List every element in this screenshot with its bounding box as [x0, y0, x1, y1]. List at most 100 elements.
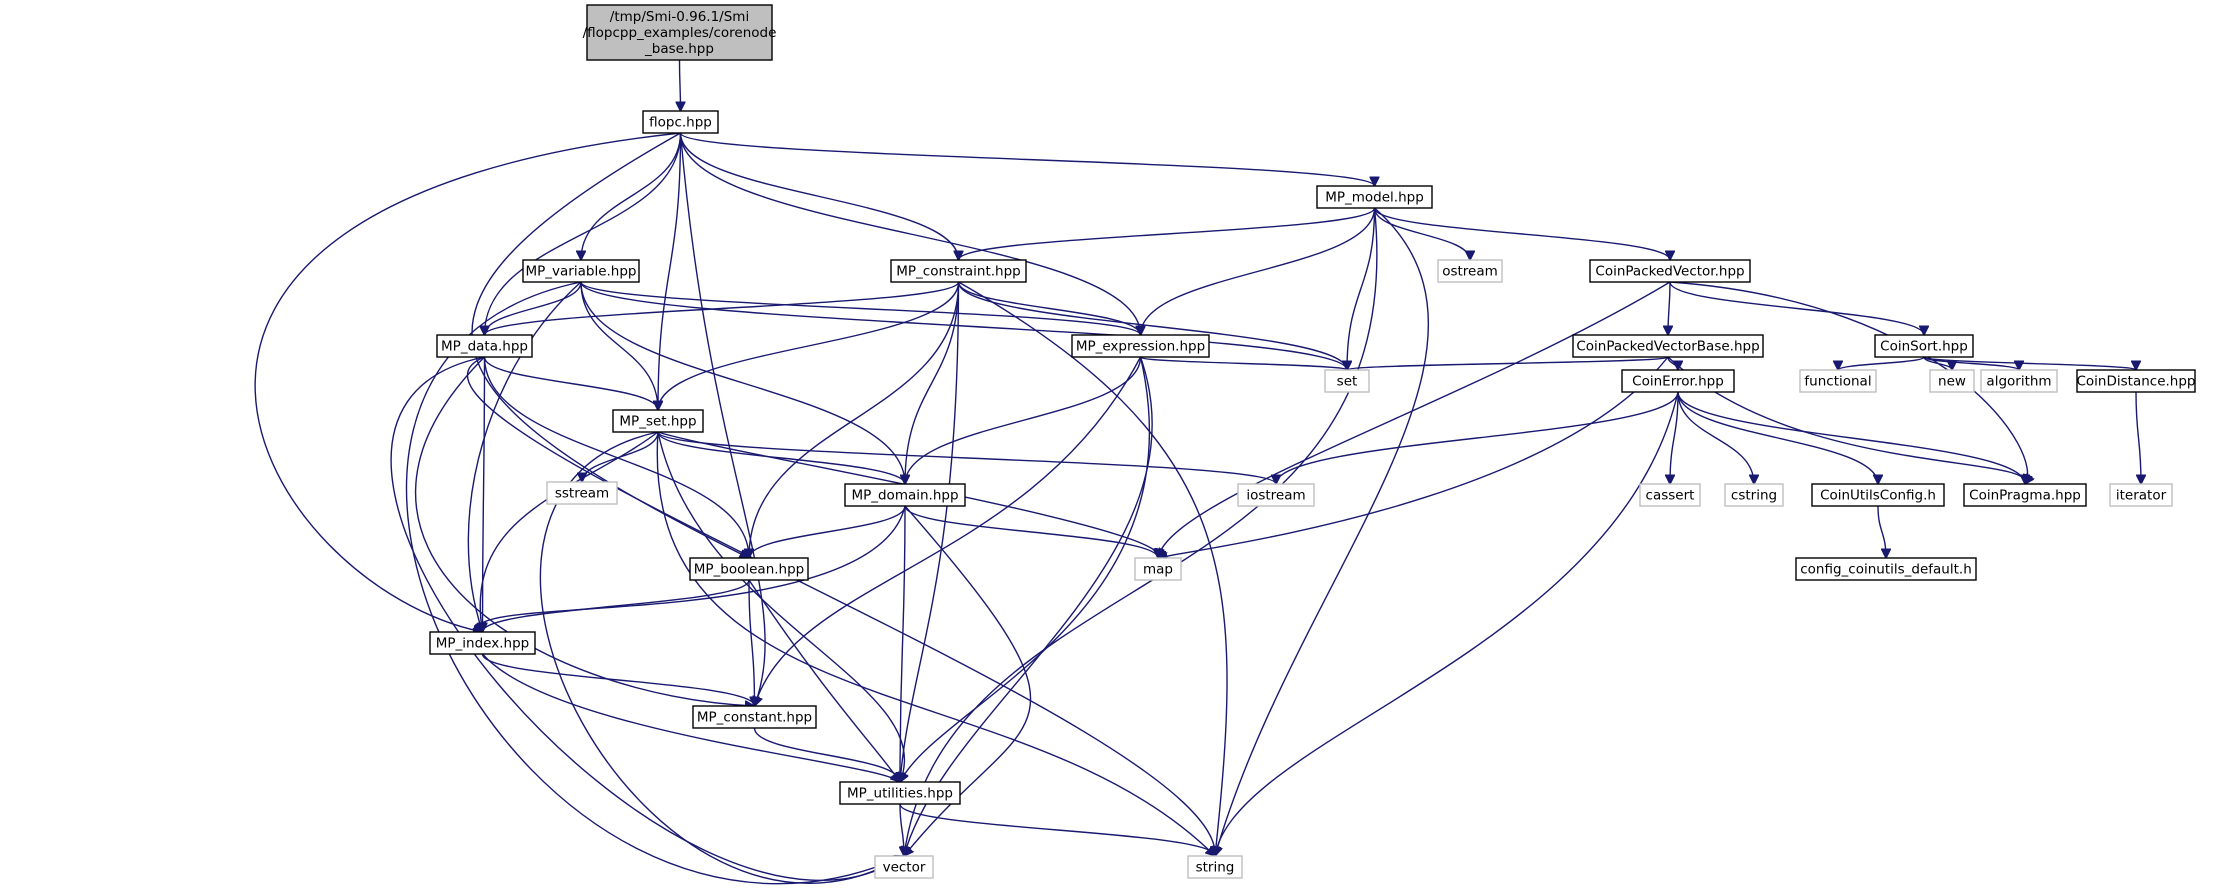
- node-label: CoinPackedVectorBase.hpp: [1576, 339, 1759, 355]
- edge-mp_variable-to-mp_set: [580, 281, 658, 410]
- node-box: [1437, 259, 1503, 283]
- node-config_coinutils[interactable]: config_coinutils_default.h: [1795, 557, 1977, 581]
- edge-coinsort-to-coindistance: [1923, 356, 2136, 371]
- edge-coinpackedvectorbase-to-set: [1347, 356, 1669, 370]
- node-mp_domain[interactable]: MP_domain.hpp: [844, 483, 966, 507]
- node-box: [612, 409, 704, 433]
- node-box: [1134, 557, 1182, 581]
- edge-coinpackedvectorbase-to-map: [1158, 356, 1669, 558]
- edge-coinpackedvectorbase-to-coinerror: [1667, 356, 1678, 370]
- edge-mp_boolean-to-mp_utilities: [748, 579, 900, 782]
- edge-mp_constraint-to-mp_data: [485, 281, 960, 336]
- node-label: sstream: [555, 486, 609, 502]
- node-label: MP_set.hpp: [619, 414, 696, 430]
- node-label: CoinSort.hpp: [1880, 339, 1968, 355]
- node-coinpragma[interactable]: CoinPragma.hpp: [1963, 483, 2087, 507]
- node-label: CoinUtilsConfig.h: [1820, 488, 1936, 504]
- edge-mp_variable-to-set: [580, 281, 1347, 370]
- edge-mp_expression-to-mp_domain: [905, 356, 1142, 484]
- node-box: [1963, 483, 2087, 507]
- node-ostream: ostream: [1437, 259, 1503, 283]
- node-string: string: [1187, 855, 1243, 879]
- node-box: [586, 4, 773, 61]
- node-label: MP_model.hpp: [1325, 190, 1424, 206]
- node-box: [874, 855, 934, 879]
- edge-mp_constraint-to-string: [958, 281, 1228, 856]
- edge-coinerror-to-cassert: [1670, 391, 1679, 484]
- node-mp_constraint[interactable]: MP_constraint.hpp: [890, 259, 1027, 283]
- node-coinsort[interactable]: CoinSort.hpp: [1874, 334, 1974, 358]
- node-label: MP_constant.hpp: [697, 710, 812, 726]
- edge-mp_model-to-ostream: [1373, 207, 1471, 260]
- node-mp_model[interactable]: MP_model.hpp: [1316, 185, 1433, 209]
- node-coindistance[interactable]: CoinDistance.hpp: [2076, 369, 2196, 393]
- node-layer: /tmp/Smi-0.96.1/Smi/flopcpp_examples/cor…: [429, 4, 2196, 879]
- node-mp_expression[interactable]: MP_expression.hpp: [1071, 334, 1210, 358]
- node-mp_index[interactable]: MP_index.hpp: [429, 631, 536, 655]
- node-label: /tmp/Smi-0.96.1/Smi: [610, 9, 749, 25]
- edge-mp_domain-to-mp_utilities: [900, 505, 906, 782]
- node-box: [844, 483, 966, 507]
- edge-mp_domain-to-mp_boolean: [749, 505, 906, 558]
- edge-mp_variable-to-mp_domain: [580, 281, 905, 484]
- node-flopc[interactable]: flopc.hpp: [642, 110, 719, 134]
- edge-mp_expression-to-set: [1139, 356, 1348, 371]
- node-box: [642, 110, 719, 134]
- node-box: [1811, 483, 1945, 507]
- edge-mp_set-to-mp_index: [480, 431, 659, 632]
- edge-mp_variable-to-mp_index: [467, 281, 582, 632]
- node-root[interactable]: /tmp/Smi-0.96.1/Smi/flopcpp_examples/cor…: [583, 4, 777, 61]
- node-box: [2109, 483, 2173, 507]
- node-coinpackedvector[interactable]: CoinPackedVector.hpp: [1589, 259, 1751, 283]
- edge-coinerror-to-iostream: [1276, 391, 1679, 484]
- node-box: [689, 557, 809, 581]
- node-set: set: [1324, 369, 1370, 393]
- node-mp_set[interactable]: MP_set.hpp: [612, 409, 704, 433]
- node-box: [1639, 483, 1701, 507]
- edge-flopc-to-mp_expression: [679, 132, 1141, 335]
- edge-flopc-to-mp_data: [485, 132, 682, 335]
- node-label: MP_domain.hpp: [851, 488, 958, 504]
- node-mp_variable[interactable]: MP_variable.hpp: [522, 259, 640, 283]
- node-functional: functional: [1799, 369, 1877, 393]
- edge-mp_domain-to-map: [904, 505, 1158, 558]
- node-box: [1980, 369, 2058, 393]
- node-coinpackedvectorbase[interactable]: CoinPackedVectorBase.hpp: [1572, 334, 1764, 358]
- edge-coinerror-to-cstring: [1677, 391, 1754, 484]
- edge-layer: [254, 59, 2141, 885]
- edge-mp_index-to-mp_constant: [481, 653, 755, 706]
- edge-mp_model-to-set: [1347, 207, 1376, 370]
- edge-flopc-to-mp_model: [679, 132, 1375, 186]
- edge-coinsort-to-functional: [1838, 356, 1925, 371]
- node-coinutilsconfig[interactable]: CoinUtilsConfig.h: [1811, 483, 1945, 507]
- edge-mp_constant-to-mp_utilities: [753, 727, 901, 782]
- node-mp_boolean[interactable]: MP_boolean.hpp: [689, 557, 809, 581]
- node-mp_utilities[interactable]: MP_utilities.hpp: [839, 781, 961, 805]
- edge-mp_expression-to-mp_constant: [755, 356, 1142, 706]
- node-mp_constant[interactable]: MP_constant.hpp: [692, 705, 817, 729]
- node-box: [890, 259, 1027, 283]
- edge-mp_expression-to-mp_utilities: [900, 356, 1150, 782]
- node-box: [1187, 855, 1243, 879]
- edge-mp_set-to-mp_domain: [657, 431, 905, 484]
- node-label: _base.hpp: [644, 41, 714, 57]
- edge-flopc-to-mp_constant: [679, 132, 766, 706]
- node-mp_data[interactable]: MP_data.hpp: [436, 334, 533, 358]
- node-cstring: cstring: [1724, 483, 1784, 507]
- node-label: CoinPragma.hpp: [1969, 488, 2081, 504]
- node-label: vector: [883, 860, 926, 876]
- node-label: CoinPackedVector.hpp: [1595, 264, 1744, 280]
- node-vector: vector: [874, 855, 934, 879]
- edge-coinpackedvector-to-coinsort: [1669, 281, 1924, 335]
- edge-mp_model-to-mp_expression: [1141, 207, 1376, 335]
- edge-mp_constraint-to-mp_boolean: [749, 281, 960, 558]
- edge-coinutilsconfig-to-config_coinutils: [1877, 505, 1886, 558]
- node-label: iterator: [2116, 488, 2167, 504]
- node-label: config_coinutils_default.h: [1800, 562, 1972, 578]
- edge-mp_variable-to-mp_expression: [580, 281, 1141, 336]
- node-coinerror[interactable]: CoinError.hpp: [1621, 369, 1735, 393]
- node-label: functional: [1804, 374, 1871, 390]
- edge-coindistance-to-iterator: [2135, 391, 2141, 484]
- node-box: [546, 481, 618, 505]
